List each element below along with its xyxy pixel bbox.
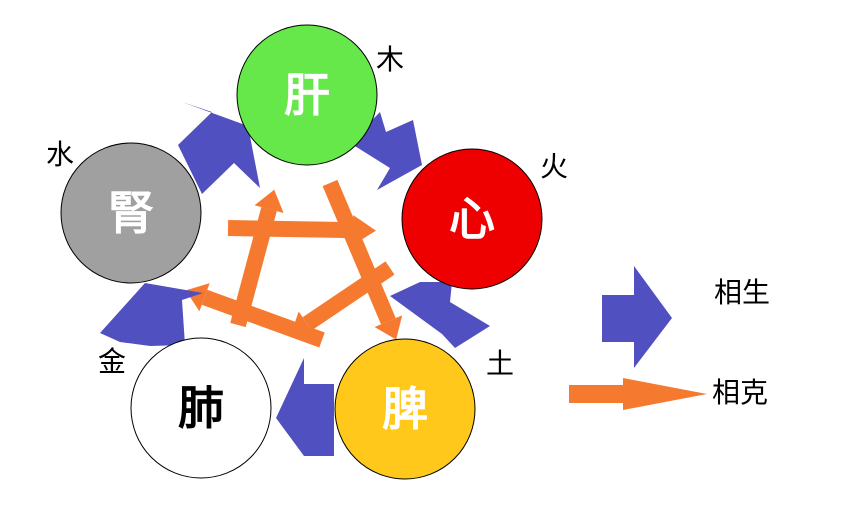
element-label-wood: 木 [376, 43, 404, 76]
organ-circle-kidney [60, 142, 202, 284]
controlling-arrow-liver-to-spleen [322, 179, 403, 340]
organ-label-spleen: 脾 [382, 382, 428, 436]
organ-heart: 心 [401, 148, 543, 290]
organ-label-kidney: 腎 [108, 186, 154, 240]
organ-kidney: 腎 [60, 142, 202, 284]
generating-arrows [100, 102, 490, 456]
element-label-fire: 火 [540, 150, 568, 183]
organ-label-liver: 肝 [284, 68, 330, 122]
element-label-metal: 金 [98, 345, 126, 378]
legend-controlling-arrow [569, 378, 707, 410]
generating-arrow-heart-to-spleen [390, 282, 490, 348]
controlling-arrow-lung-to-liver [230, 189, 284, 328]
controlling-arrows [185, 179, 403, 348]
legend: 相生 相克 [569, 266, 770, 410]
organ-spleen: 脾 [334, 338, 476, 480]
controlling-arrow-kidney-to-heart [227, 215, 376, 246]
generating-arrow-kidney-to-liver [178, 102, 260, 194]
organ-circle-liver [236, 24, 378, 166]
organ-lung: 肺 [130, 337, 272, 479]
legend-generating-arrow [602, 266, 672, 368]
legend-generating-label: 相生 [714, 276, 770, 309]
generating-arrow-liver-to-heart [350, 112, 422, 190]
organ-liver: 肝 [236, 24, 378, 166]
legend-controlling-label: 相克 [712, 376, 768, 409]
element-label-earth: 土 [486, 347, 514, 380]
organ-circle-lung [130, 337, 272, 479]
element-label-water: 水 [46, 138, 74, 171]
generating-arrow-spleen-to-lung [276, 358, 334, 456]
organ-circle-spleen [334, 338, 476, 480]
controlling-arrow-heart-to-lung [290, 261, 395, 337]
organ-label-lung: 肺 [178, 381, 224, 435]
organ-circle-heart [401, 148, 543, 290]
generating-arrow-lung-to-kidney [100, 283, 203, 346]
organ-label-heart: 心 [449, 192, 495, 246]
